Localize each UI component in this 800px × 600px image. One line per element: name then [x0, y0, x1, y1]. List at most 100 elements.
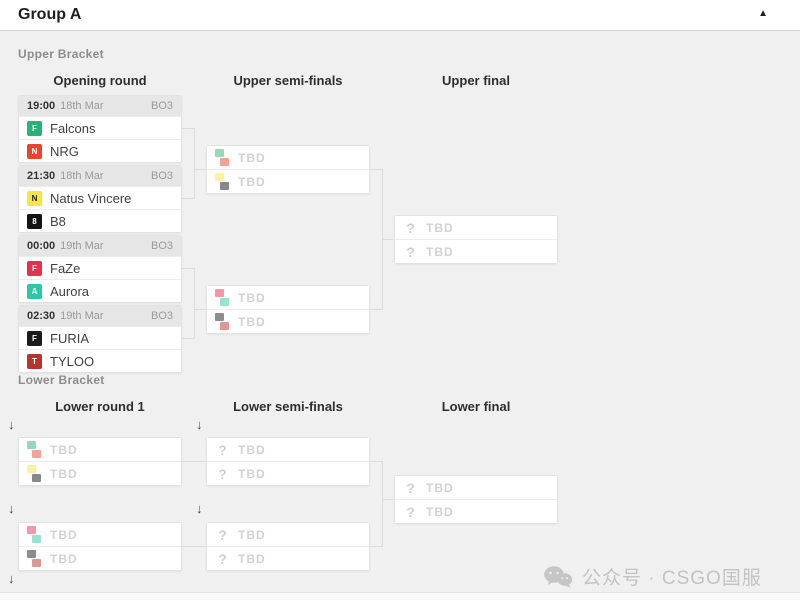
- faze-logo-icon: F: [27, 260, 42, 276]
- lower-round1-card-2: TBD TBD: [18, 522, 182, 571]
- match-format: BO3: [150, 100, 173, 112]
- upper-semifinal-card-2: TBD TBD: [206, 285, 370, 334]
- tbd-slot: TBD: [19, 438, 181, 461]
- drop-arrow-icon: ↓: [8, 417, 15, 432]
- match-header: 00:00 19th Mar BO3: [19, 236, 181, 256]
- upper-final-card: ? TBD ? TBD: [394, 215, 558, 264]
- match-card-falcons-nrg: 19:00 18th Mar BO3 F Falcons N NRG: [18, 95, 182, 163]
- match-date: 19th Mar: [60, 240, 104, 252]
- column-header-lower-final: Lower final: [441, 399, 511, 414]
- tbd-label: TBD: [50, 551, 78, 566]
- tbd-label: TBD: [238, 314, 266, 329]
- match-card-faze-aurora: 00:00 19th Mar BO3 F FaZe A Aurora: [18, 235, 182, 303]
- team-name: FURIA: [50, 330, 89, 346]
- bracket-connector: [182, 546, 206, 547]
- tbd-slot: ? TBD: [395, 476, 557, 499]
- tbd-slot: ? TBD: [207, 461, 369, 485]
- match-time: 02:30: [27, 310, 56, 322]
- team-row-navi[interactable]: N Natus Vincere: [19, 186, 181, 209]
- nrg-mini-logo-icon: [32, 450, 41, 458]
- tbd-slot: TBD: [207, 146, 369, 169]
- team-row-tyloo[interactable]: T TYLOO: [19, 349, 181, 372]
- possible-teams-logos: [27, 526, 45, 543]
- tbd-label: TBD: [238, 442, 266, 457]
- upper-bracket-label: Upper Bracket: [18, 47, 104, 61]
- team-row-furia[interactable]: F FURIA: [19, 326, 181, 349]
- navi-logo-icon: N: [27, 190, 42, 206]
- wechat-icon: [544, 565, 573, 588]
- collapse-chevron-icon[interactable]: ▲: [758, 8, 768, 19]
- navi-mini-logo-icon: [215, 173, 224, 181]
- possible-teams-logos: [27, 441, 45, 458]
- furia-mini-logo-icon: [215, 313, 224, 321]
- aurora-mini-logo-icon: [32, 535, 41, 543]
- unknown-team-icon: ?: [406, 503, 415, 520]
- unknown-team-icon: ?: [218, 550, 227, 567]
- lower-round1-card-1: TBD TBD: [18, 437, 182, 486]
- tbd-label: TBD: [426, 480, 454, 495]
- possible-teams-logos: [215, 289, 233, 306]
- falcons-mini-logo-icon: [215, 149, 224, 157]
- tyloo-mini-logo-icon: [220, 322, 229, 330]
- match-format: BO3: [150, 170, 173, 182]
- tbd-label: TBD: [50, 442, 78, 457]
- tbd-slot: TBD: [207, 286, 369, 309]
- match-format: BO3: [150, 240, 173, 252]
- tbd-label: TBD: [426, 504, 454, 519]
- tbd-slot: ? TBD: [207, 546, 369, 570]
- column-header-lower-semifinals: Lower semi-finals: [233, 399, 343, 414]
- falcons-logo-icon: F: [27, 120, 42, 136]
- tbd-slot: TBD: [207, 309, 369, 333]
- match-header: 19:00 18th Mar BO3: [19, 96, 181, 116]
- team-name: B8: [50, 213, 66, 229]
- possible-teams-logos: [215, 173, 233, 190]
- b8-logo-icon: 8: [27, 213, 42, 229]
- tbd-slot: TBD: [19, 546, 181, 570]
- match-time: 00:00: [27, 240, 56, 252]
- drop-arrow-icon: ↓: [196, 417, 203, 432]
- lower-final-card: ? TBD ? TBD: [394, 475, 558, 524]
- column-header-upper-semifinals: Upper semi-finals: [233, 73, 343, 88]
- bracket-connector: [382, 239, 394, 240]
- unknown-team-icon: ?: [218, 526, 227, 543]
- navi-mini-logo-icon: [27, 465, 36, 473]
- tbd-label: TBD: [238, 466, 266, 481]
- team-row-nrg[interactable]: N NRG: [19, 139, 181, 162]
- watermark-text: 公众号 · CSGO国服: [582, 568, 762, 589]
- team-row-faze[interactable]: F FaZe: [19, 256, 181, 279]
- falcons-mini-logo-icon: [27, 441, 36, 449]
- unknown-team-icon: ?: [406, 219, 415, 236]
- b8-mini-logo-icon: [32, 474, 41, 482]
- faze-mini-logo-icon: [215, 289, 224, 297]
- tbd-slot: TBD: [19, 523, 181, 546]
- match-date: 19th Mar: [60, 310, 104, 322]
- faze-mini-logo-icon: [27, 526, 36, 534]
- match-card-navi-b8: 21:30 18th Mar BO3 N Natus Vincere 8 B8: [18, 165, 182, 233]
- tbd-slot: ? TBD: [395, 499, 557, 523]
- tbd-slot: TBD: [207, 169, 369, 193]
- group-header-bar: Group A ▲: [0, 0, 800, 31]
- tbd-slot: TBD: [19, 461, 181, 485]
- aurora-mini-logo-icon: [220, 298, 229, 306]
- tbd-label: TBD: [50, 466, 78, 481]
- tbd-label: TBD: [238, 551, 266, 566]
- unknown-team-icon: ?: [218, 441, 227, 458]
- team-row-b8[interactable]: 8 B8: [19, 209, 181, 232]
- aurora-logo-icon: A: [27, 283, 42, 299]
- match-date: 18th Mar: [60, 100, 104, 112]
- team-row-falcons[interactable]: F Falcons: [19, 116, 181, 139]
- match-header: 21:30 18th Mar BO3: [19, 166, 181, 186]
- possible-teams-logos: [27, 550, 45, 567]
- upper-semifinal-card-1: TBD TBD: [206, 145, 370, 194]
- tbd-label: TBD: [50, 527, 78, 542]
- tbd-label: TBD: [426, 220, 454, 235]
- team-name: Natus Vincere: [50, 190, 132, 206]
- possible-teams-logos: [215, 313, 233, 330]
- tbd-label: TBD: [238, 290, 266, 305]
- tbd-label: TBD: [238, 150, 266, 165]
- team-row-aurora[interactable]: A Aurora: [19, 279, 181, 302]
- page-title: Group A: [18, 6, 82, 23]
- tyloo-logo-icon: T: [27, 353, 42, 369]
- team-name: FaZe: [50, 260, 81, 276]
- tbd-slot: ? TBD: [395, 216, 557, 239]
